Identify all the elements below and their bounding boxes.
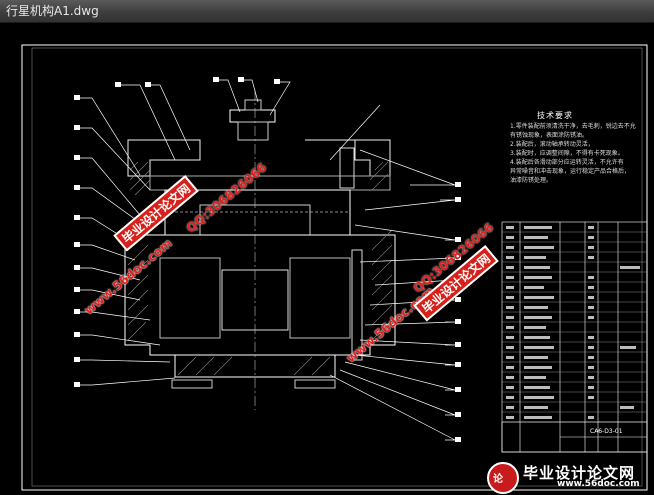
cad-drawing-canvas[interactable]: CA6-D3-01 技术要求 1.零件装配前须清洗干净，去毛刺，锐边去不允 有锈… bbox=[0, 23, 654, 495]
banner-brand: 毕业设计论文网 bbox=[523, 464, 636, 482]
title-block-code: CA6-D3-01 bbox=[590, 428, 623, 435]
tech-note-line: 油漆防锈处理。 bbox=[510, 177, 553, 184]
cad-drawing: CA6-D3-01 bbox=[21, 44, 648, 491]
tech-notes: 1.零件装配前须清洗干净，去毛刺，锐边去不允 有锈蚀现象，表面涂防锈油。 2.装… bbox=[510, 122, 645, 185]
tech-note-line: 1.零件装配前须清洗干净，去毛刺，锐边去不允 bbox=[510, 123, 636, 130]
logo-icon: 论 bbox=[487, 462, 519, 494]
tech-note-line: 有锈蚀现象，表面涂防锈油。 bbox=[510, 132, 589, 139]
tech-note-line: 4.装配后各滑动部分应运转灵活，不允许有 bbox=[510, 159, 624, 166]
banner-site: www.56doc.com bbox=[557, 479, 640, 489]
tech-note-line: 异常噪音和冲击现象，运行稳定产品合格后， bbox=[510, 168, 631, 175]
tech-notes-title: 技术要求 bbox=[537, 111, 573, 120]
window-title: 行星机构A1.dwg bbox=[6, 4, 99, 18]
inner-frame bbox=[31, 47, 643, 487]
tech-note-line: 2.装配后，滚动轴承转动灵活， bbox=[510, 141, 594, 148]
watermark-banner: 论 毕业设计论文网 www.56doc.com bbox=[487, 460, 649, 494]
tech-note-line: 3.装配时，应调整间隙，不得有卡死现象。 bbox=[510, 150, 624, 157]
leader-lines-left bbox=[80, 79, 291, 386]
title-bar: 行星机构A1.dwg bbox=[0, 0, 654, 23]
parts-list-table bbox=[501, 221, 648, 453]
parts-list-entries bbox=[506, 226, 640, 419]
